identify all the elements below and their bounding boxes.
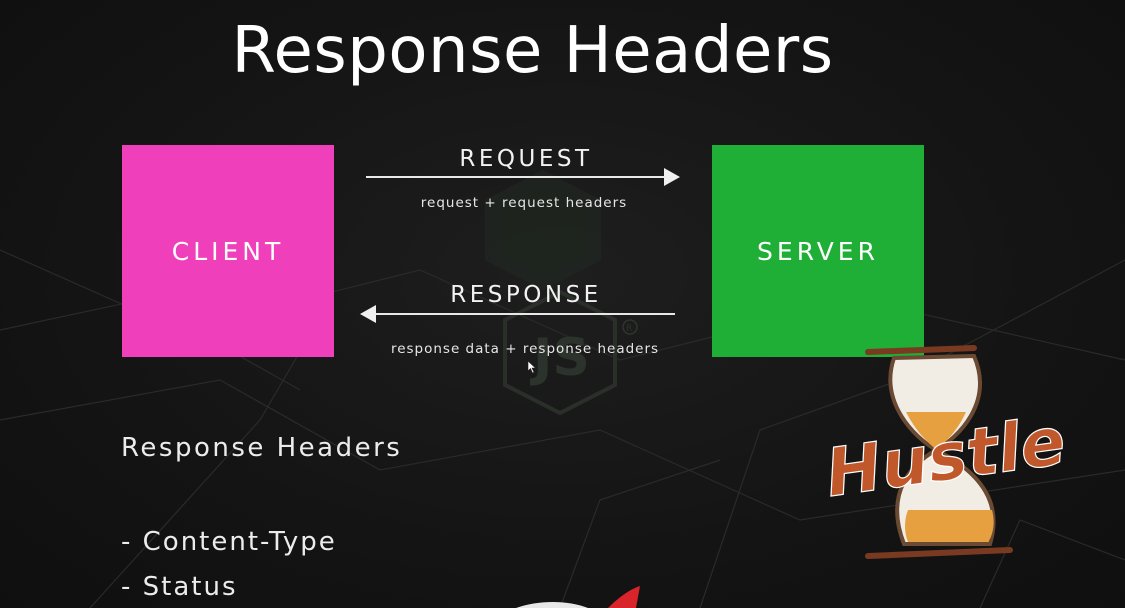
server-label: SERVER: [757, 236, 879, 266]
response-arrow-line: [374, 313, 675, 315]
svg-text:JS: JS: [530, 328, 590, 388]
hourglass-icon: [865, 345, 1013, 559]
red-logo-fragment: [516, 586, 640, 608]
header-list: - Content-Type - Status: [121, 526, 337, 608]
response-arrow-head-icon: [360, 305, 376, 323]
request-sublabel: request + request headers: [420, 195, 628, 211]
client-box: CLIENT: [122, 145, 334, 357]
list-item: - Status: [121, 572, 238, 602]
response-label: RESPONSE: [450, 282, 602, 308]
request-label: REQUEST: [459, 146, 593, 172]
mouse-cursor-icon: [527, 360, 537, 374]
nodejs-logo: JS R: [485, 170, 638, 416]
hustle-watermark: Hustle: [824, 345, 1064, 559]
section-title: Response Headers: [121, 433, 403, 463]
svg-text:Hustle: Hustle: [824, 402, 1064, 512]
list-item: - Content-Type: [121, 527, 337, 557]
page-title: Response Headers: [231, 14, 834, 88]
request-arrow-head-icon: [664, 168, 680, 186]
client-label: CLIENT: [171, 236, 285, 266]
response-sublabel: response data + response headers: [390, 341, 660, 357]
request-arrow-line: [366, 176, 668, 178]
svg-text:R: R: [626, 324, 632, 334]
server-box: SERVER: [712, 145, 924, 357]
